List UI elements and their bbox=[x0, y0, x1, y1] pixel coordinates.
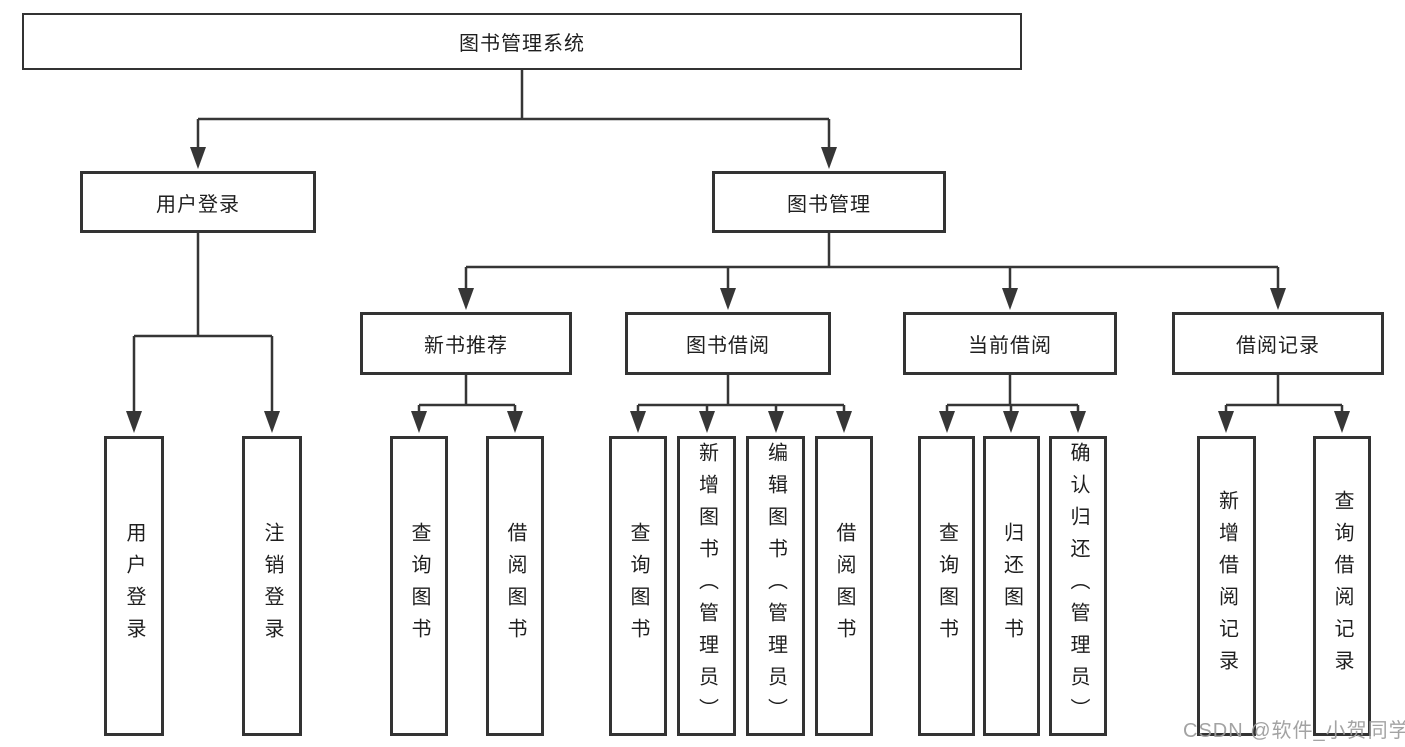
leaf-logout: 注销登录 bbox=[242, 436, 302, 736]
leaf-add-borrow-record: 新增借阅记录 bbox=[1197, 436, 1256, 736]
arrow-down-icon bbox=[264, 411, 280, 433]
arrow-down-icon bbox=[126, 411, 142, 433]
leaf-query-books-borrow: 查询图书 bbox=[609, 436, 667, 736]
leaf-label: 查询图书 bbox=[408, 522, 430, 650]
leaf-user-login: 用户登录 bbox=[104, 436, 164, 736]
leaf-borrow-books-recommend: 借阅图书 bbox=[486, 436, 544, 736]
leaf-edit-book-admin: 编辑图书（管理员） bbox=[746, 436, 805, 736]
arrowheads bbox=[126, 147, 1350, 433]
node-root-system: 图书管理系统 bbox=[22, 13, 1022, 70]
node-current-borrow: 当前借阅 bbox=[903, 312, 1117, 375]
arrow-down-icon bbox=[720, 288, 736, 310]
leaf-label: 新增借阅记录 bbox=[1215, 490, 1238, 682]
leaf-borrow-books: 借阅图书 bbox=[815, 436, 873, 736]
leaf-label: 查询图书 bbox=[935, 522, 958, 650]
leaf-label: 借阅图书 bbox=[833, 522, 855, 650]
leaf-label: 查询借阅记录 bbox=[1331, 490, 1353, 682]
leaf-label: 确认归还（管理员） bbox=[1067, 442, 1089, 730]
leaf-query-borrow-record: 查询借阅记录 bbox=[1313, 436, 1371, 736]
leaf-confirm-return-admin: 确认归还（管理员） bbox=[1049, 436, 1107, 736]
arrow-down-icon bbox=[507, 411, 523, 433]
arrow-down-icon bbox=[1334, 411, 1350, 433]
arrow-down-icon bbox=[768, 411, 784, 433]
leaf-label: 用户登录 bbox=[123, 522, 145, 650]
arrow-down-icon bbox=[821, 147, 837, 169]
arrow-down-icon bbox=[630, 411, 646, 433]
node-book-borrow: 图书借阅 bbox=[625, 312, 831, 375]
arrow-down-icon bbox=[836, 411, 852, 433]
connector-book-management-to-level3 bbox=[464, 233, 1280, 292]
leaf-label: 借阅图书 bbox=[504, 522, 526, 650]
node-borrow-records: 借阅记录 bbox=[1172, 312, 1384, 375]
connector-root-to-level2 bbox=[196, 70, 831, 150]
leaf-label: 归还图书 bbox=[1000, 522, 1023, 650]
arrow-down-icon bbox=[1002, 288, 1018, 310]
node-new-book-recommend: 新书推荐 bbox=[360, 312, 572, 375]
arrow-down-icon bbox=[458, 288, 474, 310]
leaf-label: 注销登录 bbox=[261, 522, 283, 650]
arrow-down-icon bbox=[190, 147, 206, 169]
connector-borrow-records-to-leaves bbox=[1224, 375, 1344, 414]
node-user-login: 用户登录 bbox=[80, 171, 316, 233]
leaf-return-books: 归还图书 bbox=[983, 436, 1040, 736]
leaf-add-book-admin: 新增图书（管理员） bbox=[677, 436, 736, 736]
arrow-down-icon bbox=[1270, 288, 1286, 310]
leaf-label: 查询图书 bbox=[627, 522, 649, 650]
arrow-down-icon bbox=[939, 411, 955, 433]
arrow-down-icon bbox=[411, 411, 427, 433]
node-book-management: 图书管理 bbox=[712, 171, 946, 233]
leaf-query-books-current: 查询图书 bbox=[918, 436, 975, 736]
leaf-label: 新增图书（管理员） bbox=[695, 442, 718, 730]
connector-new-book-recommend-to-leaves bbox=[417, 375, 517, 414]
arrow-down-icon bbox=[699, 411, 715, 433]
arrow-down-icon bbox=[1070, 411, 1086, 433]
leaf-query-books-recommend: 查询图书 bbox=[390, 436, 448, 736]
arrow-down-icon bbox=[1003, 411, 1019, 433]
leaf-label: 编辑图书（管理员） bbox=[764, 442, 787, 730]
connector-book-borrow-to-leaves bbox=[636, 375, 846, 414]
csdn-watermark: CSDN @软件_小贺同学 bbox=[1183, 720, 1405, 742]
connector-current-borrow-to-leaves bbox=[945, 375, 1080, 414]
arrow-down-icon bbox=[1218, 411, 1234, 433]
connector-user-login-to-leaves bbox=[132, 233, 274, 414]
